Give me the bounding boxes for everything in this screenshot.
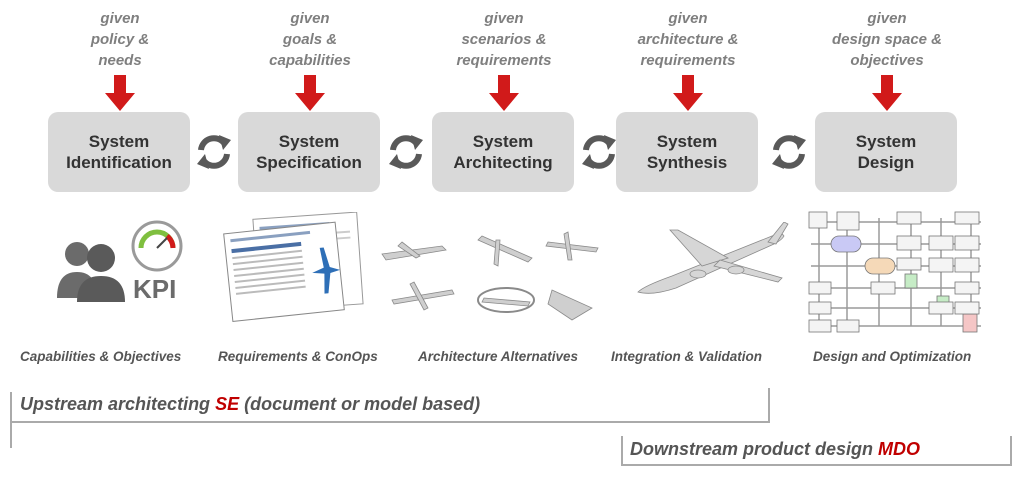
down-arrow-icon	[295, 75, 325, 111]
caption-design-optimization: Design and Optimization	[813, 349, 972, 364]
down-arrow-icon	[872, 75, 902, 111]
cycle-arrows-icon	[772, 135, 806, 169]
upstream-bracket-left	[10, 392, 12, 448]
upstream-se-label: Upstream architecting SE (document or mo…	[20, 394, 481, 414]
kpi-text: KPI	[133, 274, 176, 304]
downstream-mdo-label: Downstream product design MDO	[630, 439, 921, 459]
integrated-aircraft-illustration	[637, 222, 789, 294]
people-kpi-illustration: KPI	[57, 220, 183, 304]
xdsm-diagram-illustration	[808, 211, 981, 333]
caption-architecture-alternatives: Architecture Alternatives	[418, 349, 579, 364]
upstream-bracket-bottom	[10, 421, 770, 423]
downstream-bracket-right	[1010, 436, 1012, 466]
downstream-bracket-left	[621, 436, 623, 466]
caption-capabilities-objectives: Capabilities & Objectives	[20, 349, 182, 364]
downstream-bracket-bottom	[621, 464, 1012, 466]
down-arrow-icon	[673, 75, 703, 111]
architecture-alternatives-illustration	[381, 231, 599, 321]
requirements-documents-illustration	[223, 212, 364, 322]
cycle-arrows-icon	[197, 135, 231, 169]
cycle-arrows-icon	[389, 135, 423, 169]
down-arrow-icon	[489, 75, 519, 111]
caption-integration-validation: Integration & Validation	[611, 349, 763, 364]
down-arrow-icon	[105, 75, 135, 111]
cycle-arrows-icon	[582, 135, 616, 169]
upstream-bracket-right	[768, 388, 770, 423]
caption-requirements-conops: Requirements & ConOps	[218, 349, 378, 364]
